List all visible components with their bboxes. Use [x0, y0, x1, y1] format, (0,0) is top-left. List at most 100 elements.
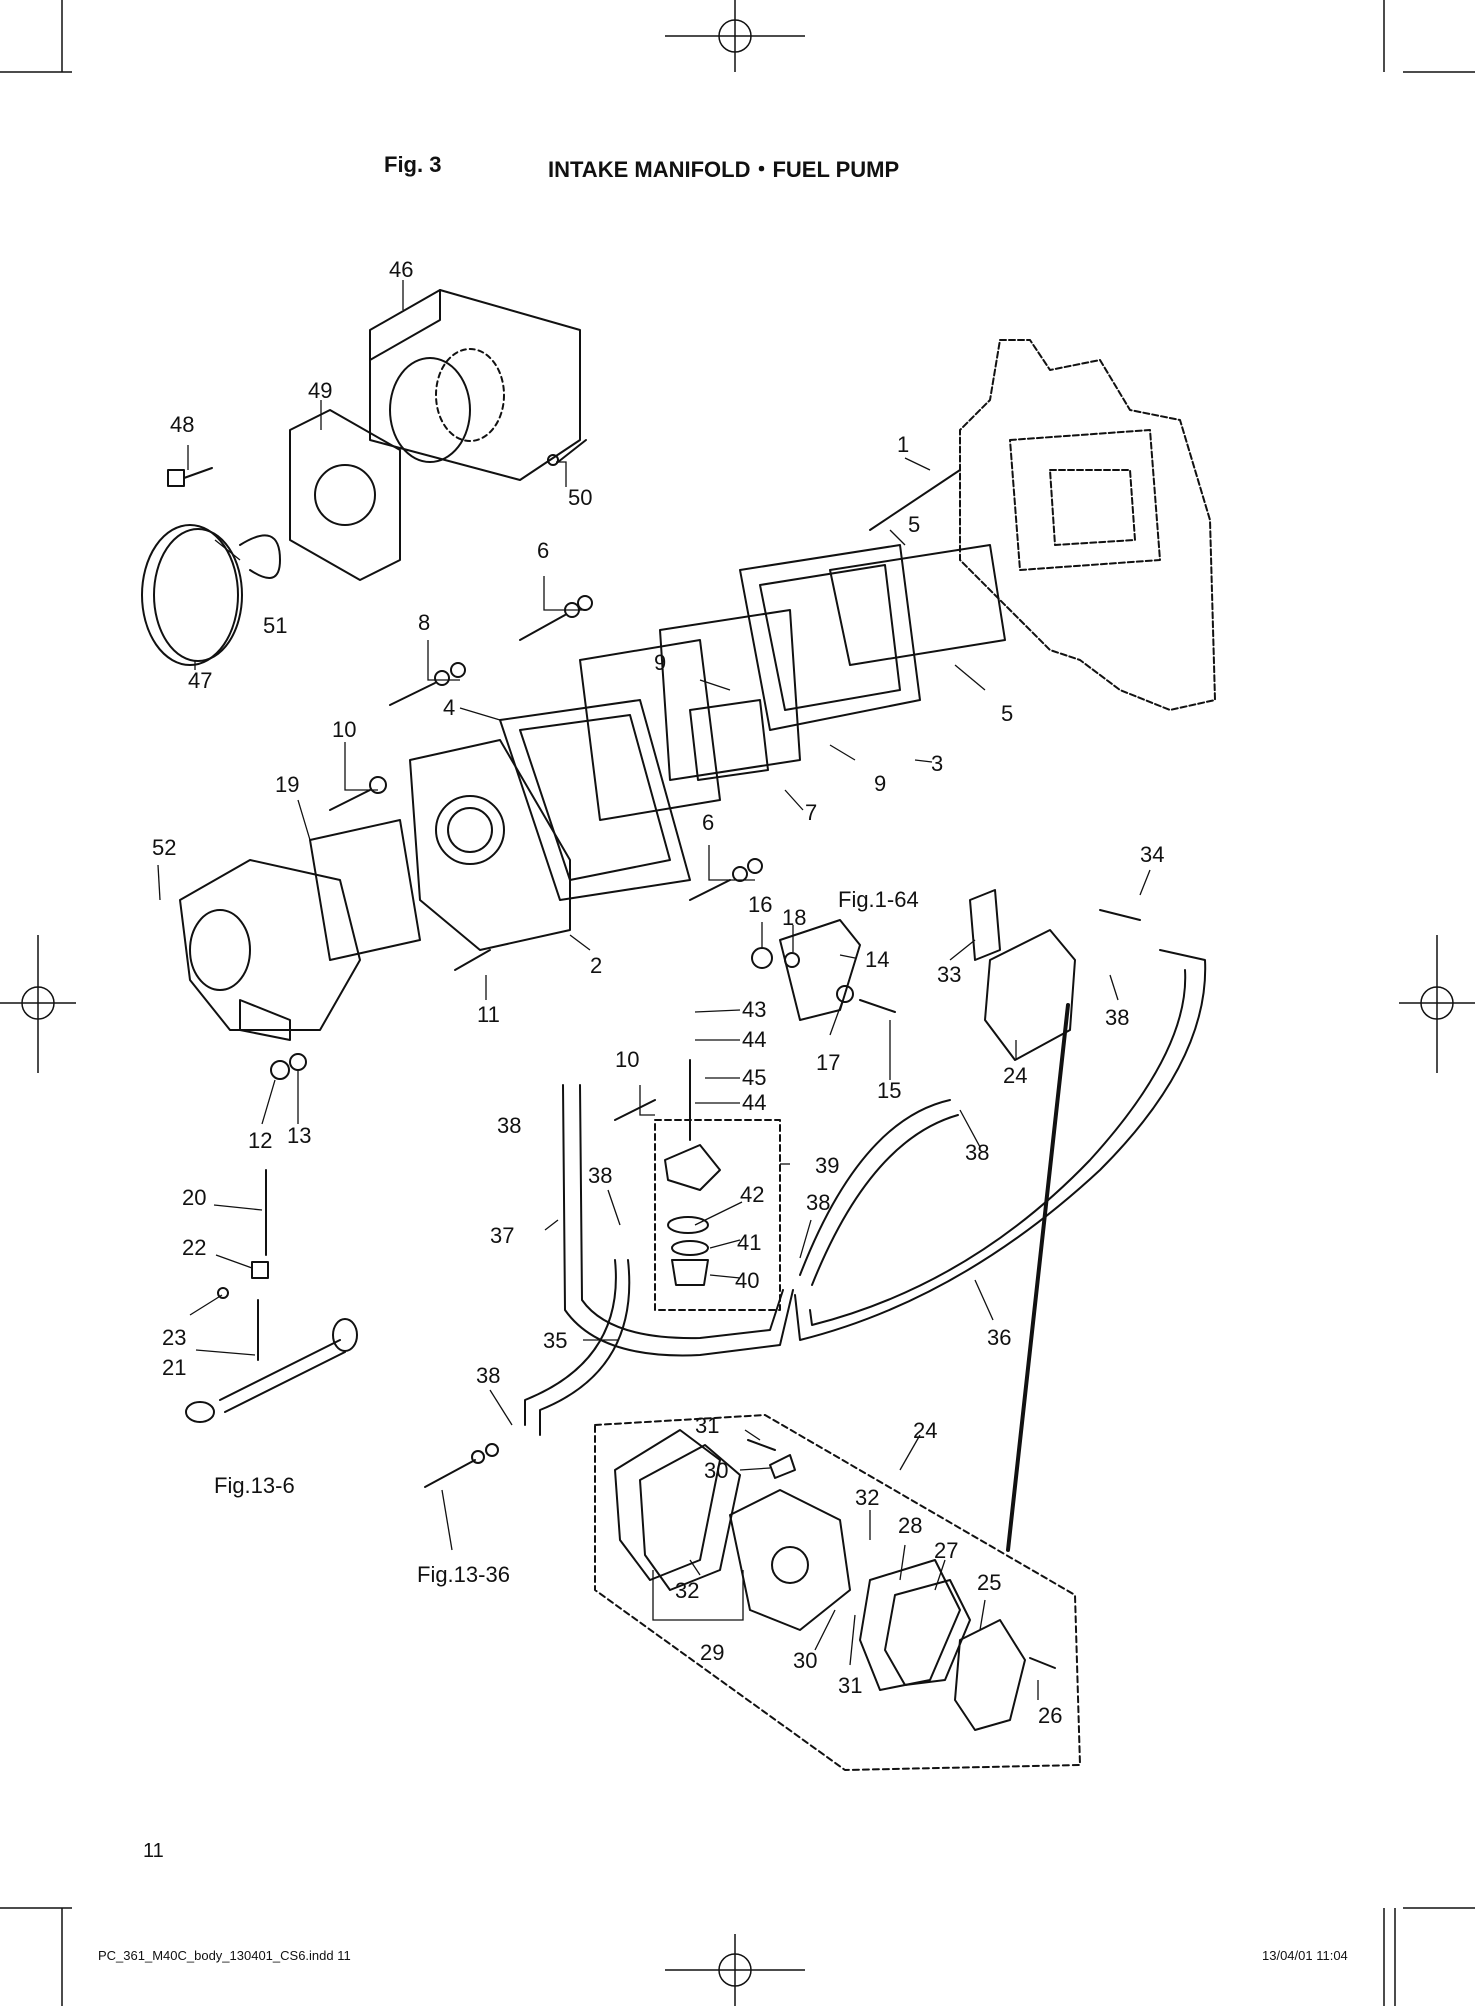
bolt-8	[389, 662, 466, 706]
bolt-10-lower	[614, 1099, 656, 1121]
registration-mark-bottom	[665, 1934, 805, 2006]
callout-11: 11	[477, 1002, 500, 1027]
callout-7: 7	[805, 800, 817, 825]
leader-lines	[157, 280, 1151, 1700]
fuel-pump-cover-29	[614, 1429, 741, 1591]
fuel-filter-group-box	[654, 1119, 781, 1311]
bolt-6-upper	[519, 595, 593, 641]
callout-34: 34	[1140, 842, 1164, 867]
callout-8: 8	[418, 610, 430, 635]
callout-6b: 6	[702, 810, 714, 835]
carburetor-gasket	[309, 819, 421, 961]
bolt-48	[167, 467, 213, 487]
callout-10a: 10	[332, 717, 356, 742]
carburetor	[179, 859, 361, 1041]
intake-gasket-hole	[314, 464, 376, 526]
callout-29: 29	[700, 1640, 724, 1665]
callout-4: 4	[443, 695, 455, 720]
callout-28: 28	[898, 1513, 922, 1538]
throttle-shaft	[185, 1318, 358, 1423]
callout-24b: 24	[913, 1418, 937, 1443]
washer-17	[836, 985, 854, 1003]
callout-23: 23	[162, 1325, 186, 1350]
callout-36: 36	[987, 1325, 1011, 1350]
callout-38d: 38	[965, 1140, 989, 1165]
callout-31b: 31	[838, 1673, 862, 1698]
callout-1: 1	[897, 432, 909, 457]
callout-2: 2	[590, 953, 602, 978]
callout-38a: 38	[497, 1113, 521, 1138]
engine-block-outline	[959, 339, 1216, 711]
pump-plate-25	[954, 1619, 1026, 1731]
figure-title: INTAKE MANIFOLD・FUEL PUMP	[548, 157, 900, 182]
print-slug-filename: PC_361_M40C_body_130401_CS6.indd 11	[98, 1948, 351, 1963]
intake-gasket	[289, 409, 401, 581]
intake-manifold	[499, 699, 691, 901]
registration-mark-right	[1399, 935, 1475, 1073]
ref-fig-13-36: Fig.13-36	[417, 1562, 510, 1587]
callout-24a: 24	[1003, 1063, 1027, 1088]
ref-fig-1-64: Fig.1-64	[838, 887, 919, 912]
callout-43: 43	[742, 997, 766, 1022]
callout-22: 22	[182, 1235, 206, 1260]
callout-32a: 32	[855, 1485, 879, 1510]
registration-mark-left	[0, 935, 76, 1073]
washer-13	[289, 1053, 307, 1071]
callout-numbers: 1 2 3 4 5 5 6 6 7 8 9 9 10 10 11 12 13 1…	[152, 257, 1164, 1728]
callout-47: 47	[188, 668, 212, 693]
callout-45: 45	[742, 1065, 766, 1090]
bolt-6-lower	[689, 858, 763, 901]
callout-25: 25	[977, 1570, 1001, 1595]
callout-38c: 38	[806, 1190, 830, 1215]
callout-9b: 9	[874, 771, 886, 796]
callout-44b: 44	[742, 1090, 766, 1115]
fuel-pump-body	[729, 1489, 851, 1631]
callout-38e: 38	[1105, 1005, 1129, 1030]
bracket-14	[779, 919, 861, 1021]
gasket-27	[884, 1579, 971, 1686]
callout-26: 26	[1038, 1703, 1062, 1728]
grommet-16	[751, 947, 773, 969]
callout-32b: 32	[675, 1578, 699, 1603]
callout-12: 12	[248, 1128, 272, 1153]
callout-18: 18	[782, 905, 806, 930]
callout-38f: 38	[476, 1363, 500, 1388]
fuel-pump-upper	[969, 889, 1141, 1061]
print-slug-timestamp: 13/04/01 11:04	[1262, 1948, 1348, 1963]
stud-bolt	[869, 469, 961, 531]
callout-19: 19	[275, 772, 299, 797]
screw-26	[1029, 1657, 1056, 1669]
callout-39: 39	[815, 1153, 839, 1178]
nut-12	[270, 1060, 290, 1080]
throttle-linkage	[217, 1169, 269, 1361]
fuel-filter	[664, 1144, 721, 1286]
vacuum-hose	[1006, 1003, 1070, 1552]
callout-5a: 5	[908, 512, 920, 537]
callout-42: 42	[740, 1182, 764, 1207]
bolt-15	[859, 999, 896, 1013]
intake-silencer-box	[369, 289, 581, 481]
callout-37: 37	[490, 1223, 514, 1248]
check-valve-30	[769, 1454, 796, 1479]
page-number: 11	[143, 1840, 164, 1862]
callout-9a: 9	[654, 650, 666, 675]
callout-40: 40	[735, 1268, 759, 1293]
fuel-hose-36	[794, 949, 1207, 1341]
figure-number: Fig. 3	[384, 152, 442, 177]
fuel-hose-35	[524, 1259, 631, 1436]
figure-references: Fig.1-64 Fig.13-6 Fig.13-36	[214, 887, 919, 1587]
screw-31	[747, 1439, 776, 1451]
callout-10b: 10	[615, 1047, 639, 1072]
callout-52: 52	[152, 835, 176, 860]
callout-35: 35	[543, 1328, 567, 1353]
dowel-pin	[454, 949, 491, 971]
callout-30a: 30	[704, 1458, 728, 1483]
callout-48: 48	[170, 412, 194, 437]
bolt-50	[547, 439, 587, 466]
callout-31a: 31	[695, 1413, 719, 1438]
fuel-pump-group-box	[594, 1414, 1081, 1771]
bolt-10-upper	[329, 776, 387, 811]
callout-15: 15	[877, 1078, 901, 1103]
callout-21: 21	[162, 1355, 186, 1380]
ref-fig-13-6: Fig.13-6	[214, 1473, 295, 1498]
